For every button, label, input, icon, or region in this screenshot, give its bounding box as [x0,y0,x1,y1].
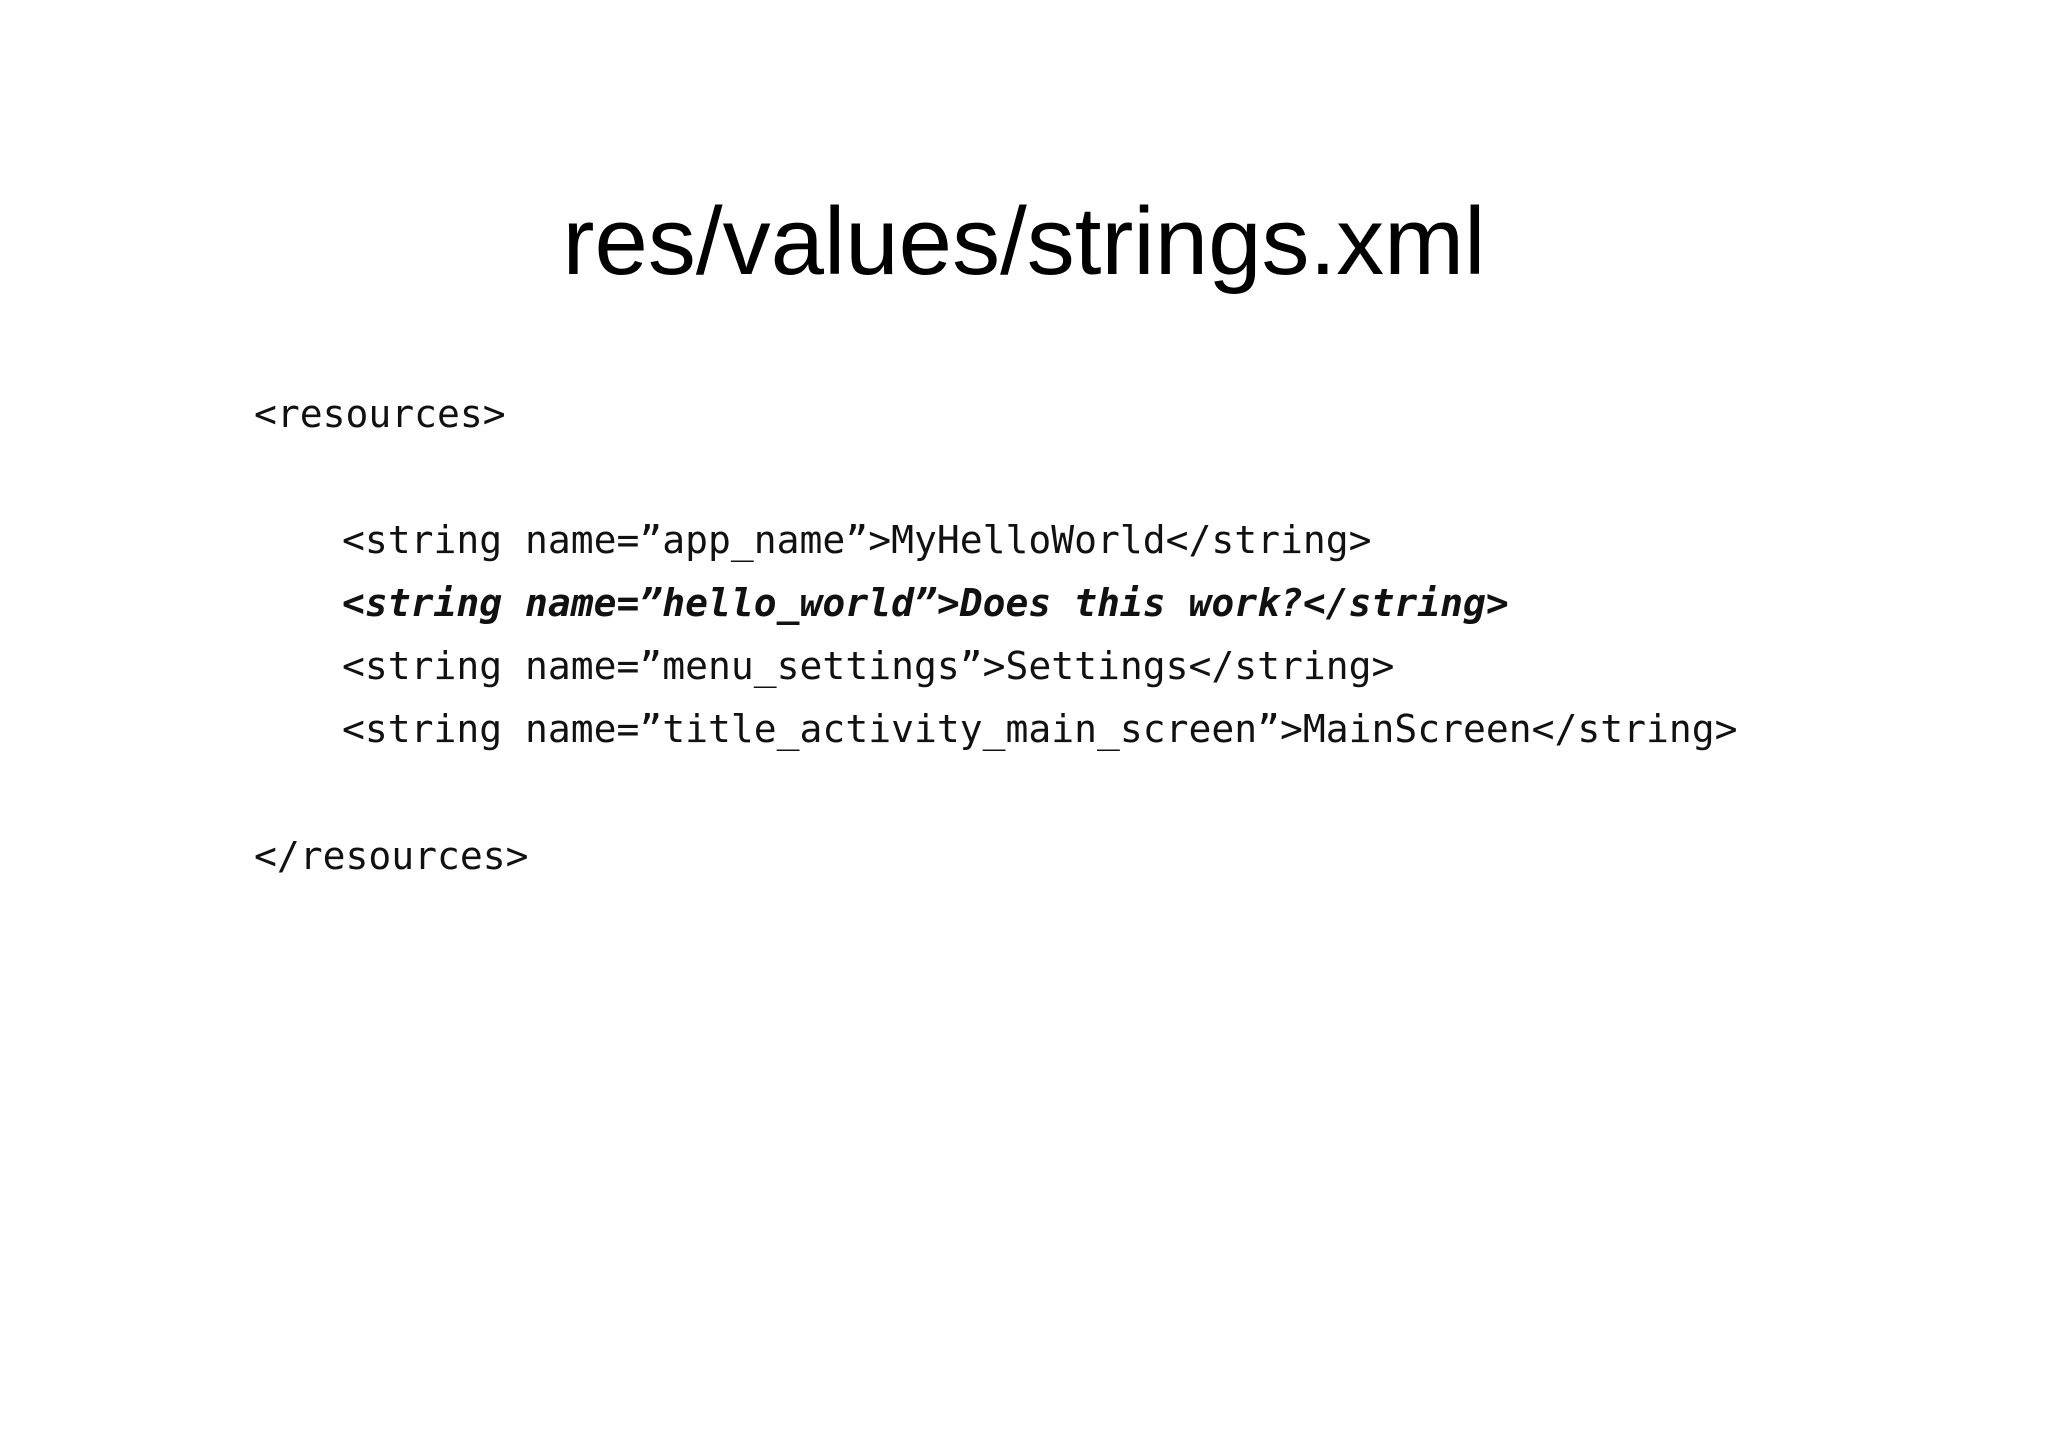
resources-open-tag: <resources> [254,392,506,436]
code-line-menu-settings: <string name=”menu_settings”>Settings</s… [342,644,1395,688]
code-line-hello-world: <string name=”hello_world”>Does this wor… [342,581,1509,625]
resources-close-tag: </resources> [254,834,529,878]
code-line-title-activity: <string name=”title_activity_main_screen… [342,707,1738,751]
code-line-app-name: <string name=”app_name”>MyHelloWorld</st… [342,518,1372,562]
slide-title: res/values/strings.xml [562,188,1486,295]
